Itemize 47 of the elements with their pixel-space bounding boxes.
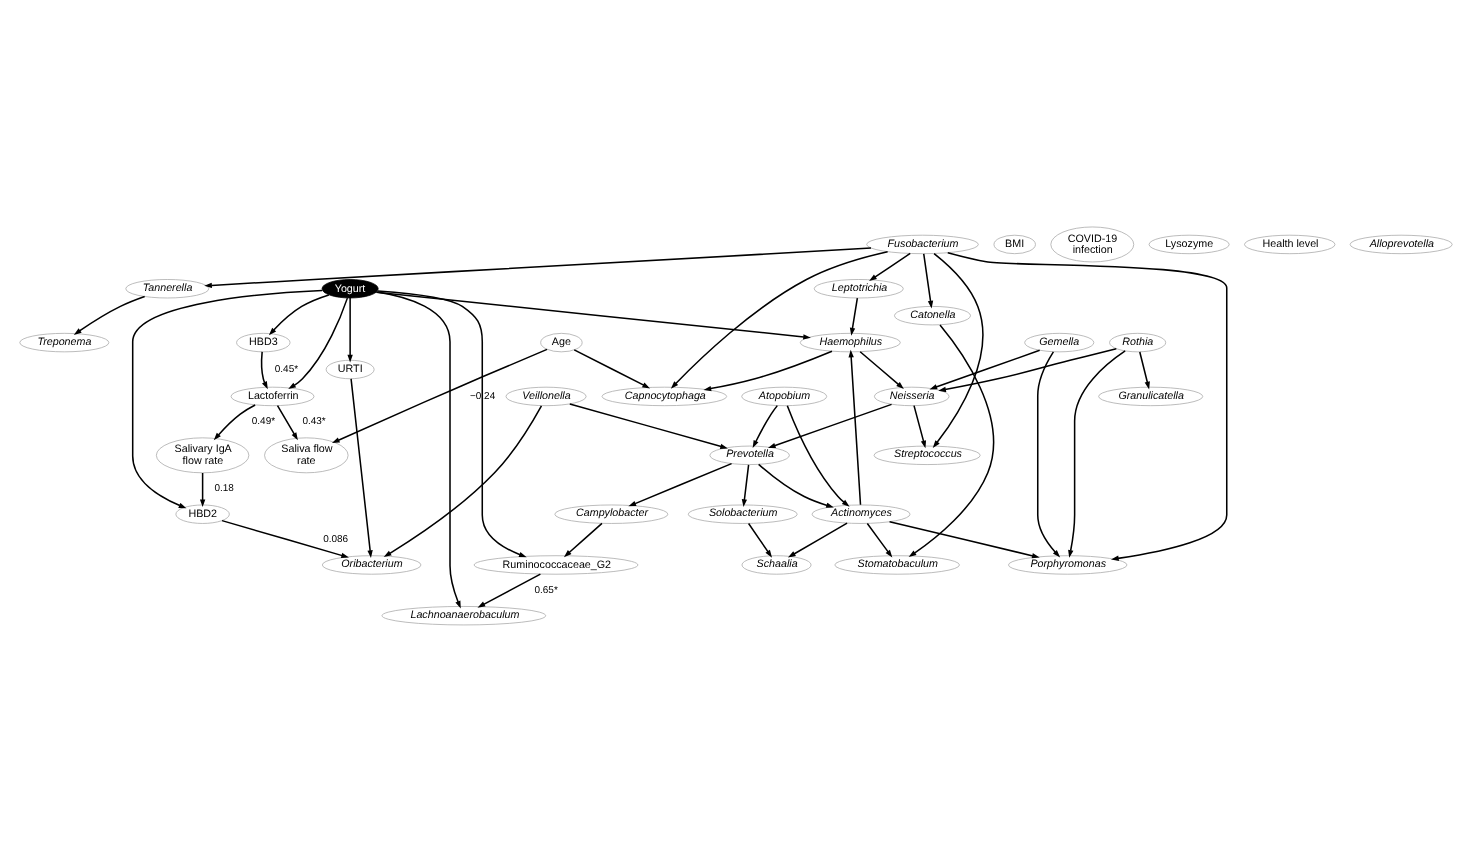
- arrow: [569, 403, 728, 449]
- arrow: [73, 295, 146, 335]
- arrow: [747, 522, 773, 558]
- arrow: [383, 405, 543, 558]
- arrow: [947, 251, 1228, 561]
- arrow: [757, 463, 834, 508]
- arrow: [932, 252, 984, 448]
- arrow: [377, 290, 527, 558]
- arrow: [741, 464, 750, 507]
- arrow: [938, 347, 1118, 393]
- arrow: [1068, 350, 1126, 558]
- arrow: [268, 294, 330, 336]
- arrow: [350, 378, 373, 559]
- arrow: [848, 349, 862, 506]
- arrow: [260, 351, 268, 390]
- arrow: [199, 472, 206, 508]
- arrow: [276, 404, 298, 441]
- arrow: [670, 250, 889, 389]
- arrow: [849, 297, 859, 336]
- arrow: [628, 462, 733, 507]
- arrow: [866, 522, 893, 558]
- arrow: [859, 351, 904, 389]
- arrow: [922, 253, 934, 309]
- arrow: [331, 348, 548, 444]
- arrow: [347, 297, 353, 363]
- arrow: [1139, 351, 1150, 390]
- arrow: [573, 349, 651, 389]
- arrow: [703, 350, 833, 392]
- arrow: [786, 404, 850, 507]
- arrow: [288, 297, 349, 390]
- arrow: [221, 519, 349, 558]
- arrow: [787, 522, 848, 558]
- arrow: [131, 289, 323, 509]
- arrow: [477, 573, 542, 608]
- arrow: [375, 291, 811, 340]
- arrow: [913, 404, 927, 449]
- arrow: [929, 349, 1041, 390]
- arrow: [767, 403, 893, 449]
- arrow: [888, 521, 1040, 559]
- arrow: [752, 404, 779, 449]
- arrow: [1037, 351, 1061, 558]
- arrow: [908, 324, 995, 558]
- arrow: [375, 291, 461, 609]
- arrow: [563, 522, 603, 558]
- arrow: [204, 247, 872, 289]
- arrow: [213, 404, 256, 441]
- arrow: [869, 252, 911, 282]
